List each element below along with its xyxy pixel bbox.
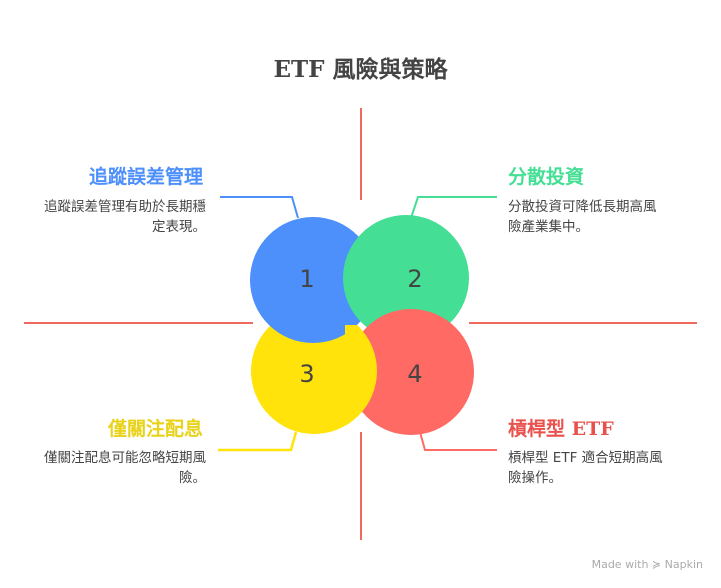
number-3: 3 <box>299 360 314 388</box>
napkin-logo-icon: ≽ <box>651 558 662 571</box>
heading-3: 僅關注配息 <box>107 418 203 440</box>
number-2: 2 <box>407 265 422 293</box>
circle-2 <box>343 215 469 341</box>
description-1: 追蹤誤差管理有助於長期穩定表現。 <box>44 199 206 235</box>
napkin-brand: Napkin <box>664 558 703 571</box>
napkin-credit[interactable]: Made with ≽ Napkin <box>592 558 703 571</box>
heading-4: 槓桿型 ETF <box>508 418 614 440</box>
diagram-title: ETF 風險與策略 <box>273 56 448 83</box>
number-1: 1 <box>299 265 314 293</box>
description-3: 僅關注配息可能忽略短期風險。 <box>44 450 206 486</box>
circle-4 <box>348 309 474 435</box>
made-with-label: Made with <box>591 558 649 571</box>
heading-1: 追蹤誤差管理 <box>88 166 203 188</box>
description-2: 分散投資可降低長期高風險產業集中。 <box>508 199 657 235</box>
description-4: 槓桿型 ETF 適合短期高風險操作。 <box>508 450 663 486</box>
connector-3 <box>218 431 298 452</box>
connector-4 <box>419 431 497 451</box>
heading-2: 分散投資 <box>508 166 585 188</box>
axes <box>24 108 697 540</box>
number-4: 4 <box>407 360 422 388</box>
circle-1 <box>250 217 376 343</box>
circle-3-overlap <box>345 325 377 426</box>
connector-1 <box>220 196 299 219</box>
connector-2 <box>410 196 497 219</box>
